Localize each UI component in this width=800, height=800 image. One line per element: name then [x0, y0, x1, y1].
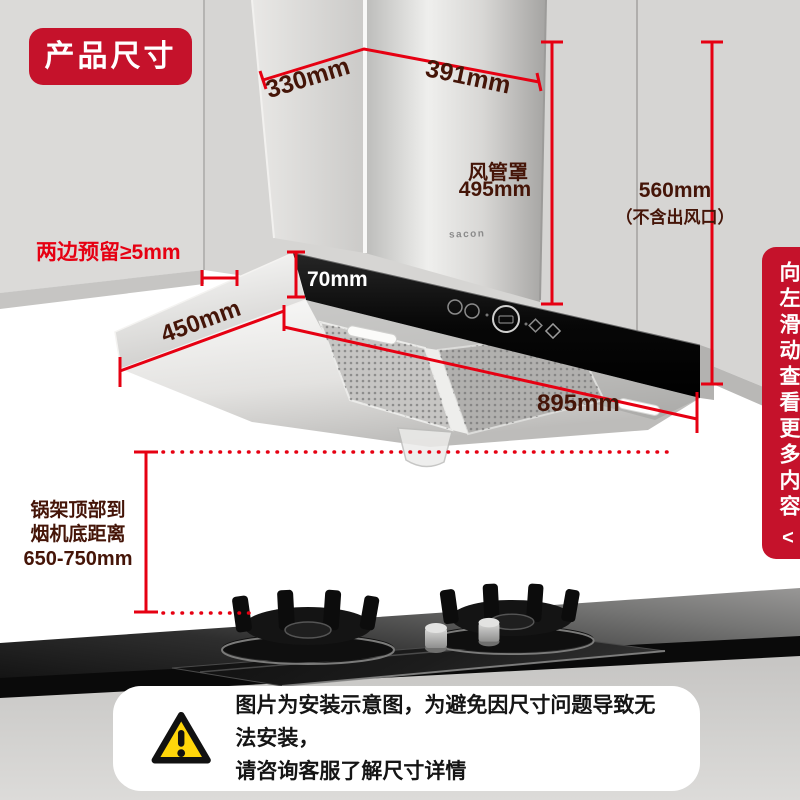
- dim-duct-cover-height: 495mm: [458, 178, 532, 201]
- dim-total-height: 560mm: [638, 179, 712, 202]
- burner-right: [429, 583, 595, 656]
- clearance-label: 锅架顶部到 烟机底距离 650-750mm: [8, 499, 148, 571]
- brand-logo: sacon: [448, 228, 486, 241]
- burner-left: [221, 589, 395, 665]
- clearance-line3: 650-750mm: [23, 548, 133, 570]
- clearance-line2: 烟机底距离: [30, 524, 126, 545]
- hood-lamp-left: [346, 325, 398, 345]
- side-reserve-label: 两边预留≥5mm: [36, 241, 181, 264]
- swipe-left-banner[interactable]: 向左滑动查看更多内容 <: [762, 247, 800, 559]
- stove-knob: [425, 623, 447, 653]
- display-ring: [492, 305, 520, 333]
- notice-line1: 图片为安装示意图，为避免因尺寸问题导致无法安装，: [235, 694, 656, 750]
- dim-total-height-note: （不含出风口）: [615, 208, 735, 227]
- dim-hood-width: 895mm: [537, 390, 620, 417]
- touch-controls[interactable]: [447, 299, 562, 340]
- clearance-line1: 锅架顶部到: [30, 500, 126, 521]
- gas-stove: [171, 583, 666, 687]
- dimension-lines: [118, 40, 723, 615]
- oil-cup: [397, 427, 453, 468]
- dim-panel-height: 70mm: [307, 268, 368, 291]
- duct-cover-name: 风管罩: [468, 162, 528, 184]
- warning-triangle-icon: [151, 711, 211, 763]
- stove-knob: [478, 617, 500, 647]
- page-title-badge: 产品尺寸: [29, 28, 192, 85]
- notice-line2: 请咨询客服了解尺寸详情: [235, 760, 467, 783]
- install-notice-box: 图片为安装示意图，为避免因尺寸问题导致无法安装， 请咨询客服了解尺寸详情: [113, 686, 700, 791]
- swipe-left-arrow-icon: <: [782, 527, 794, 549]
- swipe-banner-text: 向左滑动查看更多内容: [777, 261, 800, 521]
- install-notice-text: 图片为安装示意图，为避免因尺寸问题导致无法安装， 请咨询客服了解尺寸详情: [235, 689, 674, 788]
- control-panel: [293, 253, 700, 398]
